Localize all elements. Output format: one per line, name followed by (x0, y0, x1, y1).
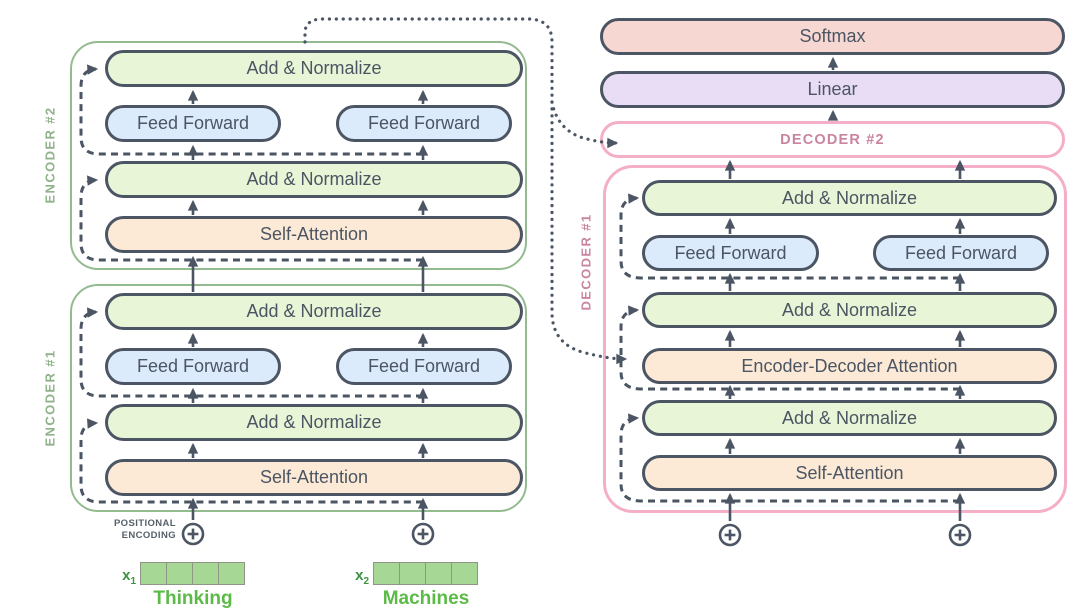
encoder2-add-normalize-mid: Add & Normalize (105, 161, 523, 198)
decoder1-feed-forward-right: Feed Forward (873, 235, 1049, 271)
positional-add-icon (181, 522, 205, 546)
positional-add-icon (718, 523, 742, 547)
embedding-cell (167, 563, 193, 584)
decoder1-add-normalize-mid: Add & Normalize (642, 292, 1057, 328)
embedding-x1-label: x1 (112, 567, 136, 587)
encoder1-feed-forward-right: Feed Forward (336, 348, 512, 385)
encoder2-self-attention: Self-Attention (105, 216, 523, 253)
input-token-machines: Machines (382, 588, 470, 609)
decoder1-add-normalize-top: Add & Normalize (642, 180, 1057, 216)
encoder1-add-normalize-mid: Add & Normalize (105, 404, 523, 441)
encoder1-add-normalize-top: Add & Normalize (105, 293, 523, 330)
positional-add-icon (948, 523, 972, 547)
positional-encoding-line1: POSITIONAL (113, 518, 176, 529)
decoder1-add-normalize-bottom: Add & Normalize (642, 400, 1057, 436)
decoder1-feed-forward-left: Feed Forward (642, 235, 819, 271)
encoder2-add-normalize-top: Add & Normalize (105, 50, 523, 87)
positional-encoding-label: POSITIONAL ENCODING (94, 518, 176, 541)
embedding-cell (374, 563, 400, 584)
embedding-cell (426, 563, 452, 584)
embedding-cell (193, 563, 219, 584)
x2-sub: 2 (363, 576, 369, 587)
encoder1-self-attention: Self-Attention (105, 459, 523, 496)
encoder1-label: ENCODER #1 (42, 349, 58, 447)
positional-encoding-line2: ENCODING (121, 529, 176, 541)
decoder1-encoder-decoder-attention: Encoder-Decoder Attention (642, 348, 1057, 384)
embedding-cell (219, 563, 244, 584)
input-token-thinking: Thinking (153, 588, 233, 609)
embedding-x2-label: x2 (345, 567, 369, 587)
encoder2-feed-forward-left: Feed Forward (105, 105, 281, 142)
encoder1-box (70, 284, 527, 512)
embedding-vector-x2 (373, 562, 478, 585)
x2-base: x (355, 567, 364, 584)
embedding-cell (141, 563, 167, 584)
positional-add-icon (411, 522, 435, 546)
softmax-block: Softmax (600, 18, 1065, 55)
x1-sub: 1 (130, 576, 136, 587)
embedding-vector-x1 (140, 562, 245, 585)
x1-base: x (122, 567, 131, 584)
embedding-cell (452, 563, 477, 584)
linear-block: Linear (600, 71, 1065, 108)
decoder1-label: DECODER #1 (578, 213, 594, 311)
embedding-cell (400, 563, 426, 584)
encoder1-feed-forward-left: Feed Forward (105, 348, 281, 385)
decoder1-self-attention: Self-Attention (642, 455, 1057, 491)
encoder2-label: ENCODER #2 (42, 106, 58, 204)
decoder2-collapsed-block: DECODER #2 (600, 121, 1065, 158)
encoder2-feed-forward-right: Feed Forward (336, 105, 512, 142)
